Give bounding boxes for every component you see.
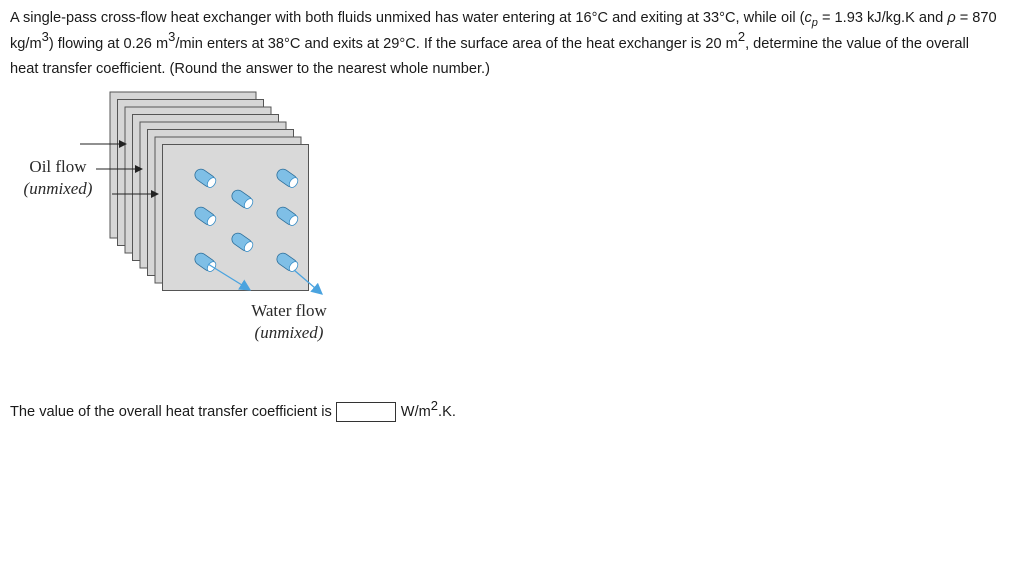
tube [194,168,217,188]
unit-exponent: 2 [430,398,439,414]
question-part: ) flowing at 0.26 m [48,35,169,52]
tube [276,206,299,226]
oil-flow-label: Oil flow (unmixed) [12,156,104,200]
tube [276,168,299,188]
exponent: 3 [168,28,176,44]
tube [276,252,299,272]
exponent: 3 [41,28,49,44]
question-part: /min enters at 38°C and exits at 29°C. I… [175,35,738,52]
tube [194,206,217,226]
unit-text: .K. [438,404,456,420]
question-part: = 1.93 kJ/kg.K and [817,10,948,26]
plate-stack [109,91,309,291]
cp-symbol: c [804,10,812,26]
answer-unit: W/m2.K. [400,398,456,424]
oil-flow-arrows [80,140,159,198]
exponent: 2 [737,28,746,44]
answer-input[interactable] [335,402,396,422]
cp-subscript: p [811,16,818,29]
question-part: , determine the value of the overall hea… [10,35,969,78]
tube [231,232,254,252]
water-flow-title: Water flow [251,301,327,320]
oil-flow-title: Oil flow [29,157,87,176]
heat-exchanger-figure: Oil flow (unmixed) Water flow (unmixed) [12,86,342,356]
water-flow-label: Water flow (unmixed) [237,300,341,344]
answer-row: The value of the overall heat transfer c… [10,398,456,424]
water-flow-subtitle: (unmixed) [254,323,324,342]
cross-flow-diagram [80,91,323,295]
water-flow-arrows [207,263,323,295]
answer-prompt: The value of the overall heat transfer c… [10,404,332,420]
question-part: A single-pass cross-flow heat exchanger … [10,10,805,26]
tube-array [194,168,299,272]
question-text: A single-pass cross-flow heat exchanger … [10,6,1000,83]
oil-flow-subtitle: (unmixed) [23,179,93,198]
unit-text: W/m [400,404,431,420]
question-part: = 870 kg/m [10,10,997,52]
tube [231,189,254,209]
rho-symbol: ρ [947,10,956,26]
